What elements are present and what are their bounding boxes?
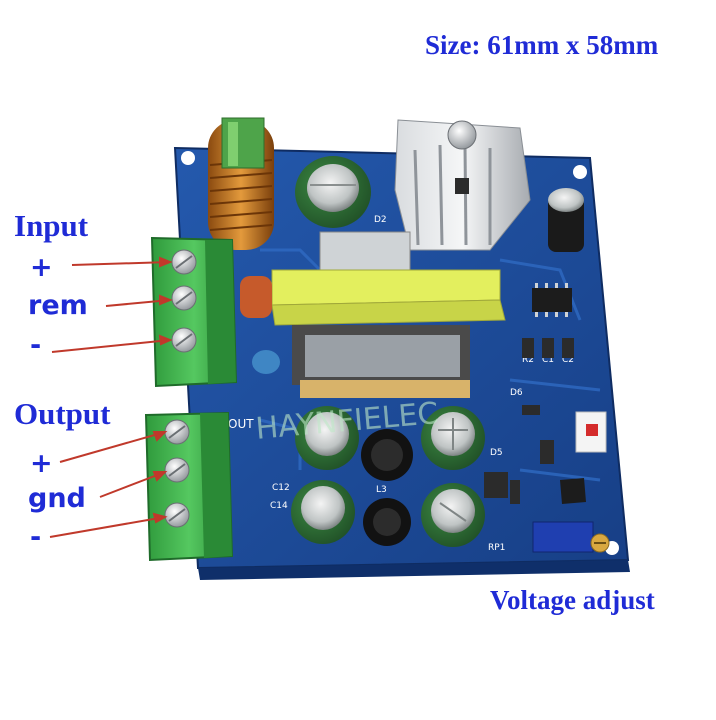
input-title: Input <box>14 208 89 243</box>
silk-c14: C14 <box>270 501 288 511</box>
ic-chip <box>532 283 572 317</box>
silk-c1: C1 <box>542 355 554 365</box>
input-minus-label: - <box>30 330 42 361</box>
heatsink <box>394 119 531 251</box>
toroid-inductor <box>208 117 274 250</box>
output-minus-label: - <box>30 522 42 553</box>
input-rem-label: rem <box>28 290 88 321</box>
output-plus-label: + <box>30 448 53 479</box>
capacitor-large <box>295 156 371 228</box>
silk-rp1: RP1 <box>488 543 505 553</box>
silk-out: OUT <box>228 417 254 431</box>
transformer <box>271 231 506 398</box>
pointer-arrows <box>49 256 173 538</box>
output-capacitors <box>291 406 485 547</box>
potentiometer <box>532 521 610 553</box>
silk-l3: L3 <box>376 485 387 495</box>
film-capacitor <box>240 276 280 374</box>
input-plus-label: + <box>30 252 53 283</box>
silk-c12: C12 <box>272 483 290 493</box>
transistor <box>560 411 607 504</box>
output-gnd-label: gnd <box>28 483 86 514</box>
output-title: Output <box>14 396 111 431</box>
capacitor-small-black <box>548 188 584 252</box>
smd-components <box>484 338 574 504</box>
silk-d5: D5 <box>490 448 503 458</box>
size-label: Size: 61mm x 58mm <box>425 30 659 60</box>
silk-r2: R2 <box>522 355 534 365</box>
silk-d2: D2 <box>374 215 387 225</box>
silk-c2: C2 <box>562 355 574 365</box>
output-terminal-block <box>144 411 234 562</box>
silk-d6: D6 <box>510 388 523 398</box>
voltage-adjust-label: Voltage adjust <box>490 585 655 615</box>
input-terminal-block <box>150 236 238 388</box>
